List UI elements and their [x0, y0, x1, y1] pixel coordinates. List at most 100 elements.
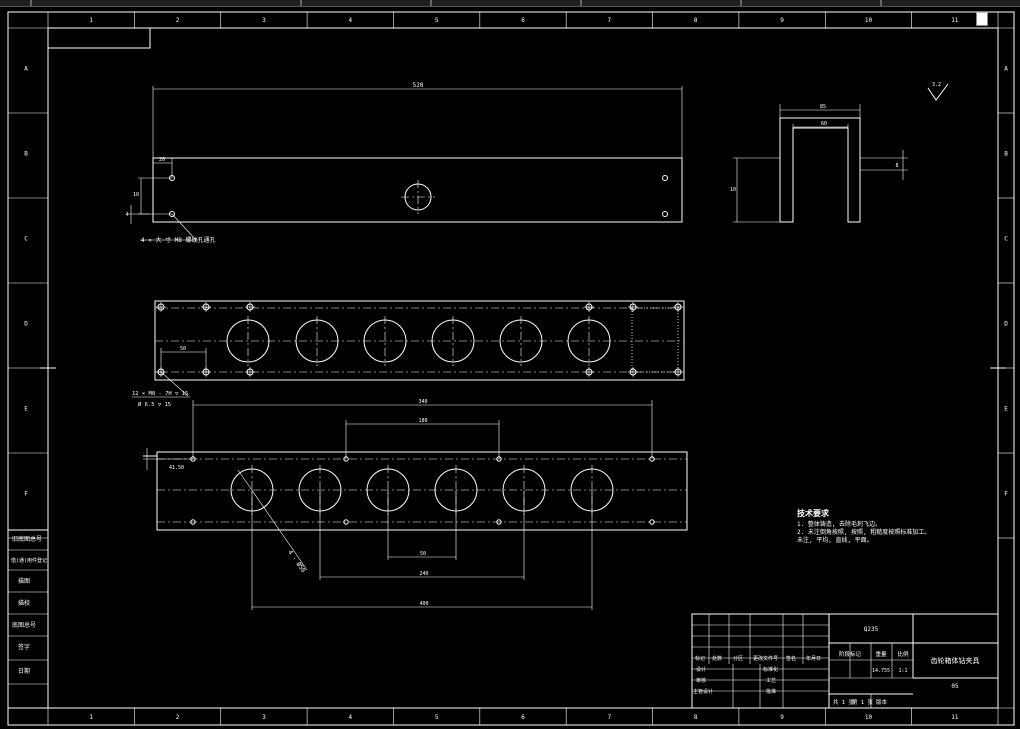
tb-label: 签名 [786, 655, 796, 662]
dim-text: 20 [159, 157, 165, 163]
column-label: 6 [521, 17, 525, 24]
row-label: F [1004, 491, 1008, 498]
tb-label: 标记 [695, 655, 705, 662]
column-label: 5 [435, 17, 439, 24]
toolbar-tick [580, 0, 582, 6]
dim-text: 41.50 [169, 465, 184, 471]
top-view-plate [152, 157, 683, 223]
column-label: 10 [865, 714, 873, 721]
tb-label: 分区 [733, 655, 743, 662]
outer-border [7, 11, 1015, 726]
small-hole [190, 519, 196, 525]
toolbar-tick [430, 0, 432, 6]
dim-text: 180 [418, 418, 427, 424]
middle-plate [154, 300, 685, 381]
dim-text: 10 [730, 187, 736, 193]
column-label: 9 [780, 17, 784, 24]
small-hole [649, 519, 655, 525]
leader-line [237, 469, 308, 571]
dim-text: 400 [419, 601, 428, 607]
dim-text: 10 [133, 192, 139, 198]
column-label: 11 [951, 714, 959, 721]
column-label: 9 [780, 714, 784, 721]
strip-label: 借(通)用件登记 [11, 557, 47, 564]
column-label: 5 [435, 714, 439, 721]
dim-text: 4 - Ø50 [286, 549, 306, 574]
row-label: D [1004, 321, 1008, 328]
toolbar-tick [300, 0, 302, 6]
column-zone-ticks [134, 12, 912, 725]
leader-line [160, 371, 189, 397]
toolbar-tick [740, 0, 742, 6]
dim-text: 85 [820, 104, 826, 110]
technical-requirements: 技术要求 1. 整体铸造, 去除毛刺飞边。 2. 未注倒角按照, 按照, 粗糙度… [797, 508, 930, 544]
dim-text: 50 [180, 346, 186, 352]
column-label: 11 [951, 17, 959, 24]
counterbore-outline [631, 307, 679, 373]
small-hole [343, 519, 349, 525]
tb-label: 标准化 [763, 666, 778, 673]
column-label: 2 [176, 17, 180, 24]
tb-label: 处数 [712, 655, 722, 662]
column-label: 4 [348, 17, 352, 24]
tech-req-title: 技术要求 [797, 508, 830, 518]
screw-hole [662, 175, 668, 181]
corner-stamp-box [47, 27, 151, 49]
small-hole [496, 519, 502, 525]
row-label: C [24, 236, 28, 243]
window-top-edge [0, 0, 1020, 7]
column-label: 3 [262, 17, 266, 24]
bottom-plate [156, 451, 688, 531]
tb-label: 阶段标记 [839, 650, 862, 658]
tech-req-line: 1. 整体铸造, 去除毛刺飞边。 [797, 520, 881, 528]
side-view: 85 60 10 8 3.2 [730, 82, 949, 223]
row-label: E [24, 406, 28, 413]
tb-label: 工艺 [766, 678, 776, 684]
column-label: 1 [89, 17, 93, 24]
roughness-symbol [927, 83, 949, 101]
left-sign-strip: 旧底图总号 借(通)用件登记 描图 描校 底图总号 签字 日期 [7, 529, 49, 709]
toolbar-tick [880, 0, 882, 6]
title-block-frame [691, 613, 999, 709]
strip-label: 描校 [18, 599, 30, 607]
screw-hole [169, 211, 175, 217]
strip-label: 描图 [18, 577, 30, 585]
toolbar-tick [30, 0, 32, 6]
strip-label: 日期 [18, 667, 30, 675]
column-label: 3 [262, 714, 266, 721]
bottom-view: 340 180 41.50 50 240 400 4 - Ø50 [143, 399, 688, 610]
row-label: E [1004, 406, 1008, 413]
row-label: B [1004, 151, 1008, 158]
tb-scale-value: 1:1 [898, 668, 907, 674]
column-label: 10 [865, 17, 873, 24]
tb-label: 审核 [696, 677, 706, 684]
hole-note: Ø 6.5 ▽ 15 [138, 401, 171, 408]
screw-hole [662, 211, 668, 217]
column-label: 1 [89, 714, 93, 721]
dim-text: 8 [895, 163, 898, 169]
tech-req-line: 未注, 平均, 直线, 平面。 [797, 536, 873, 544]
tb-version: 版本 [876, 698, 888, 706]
tb-label: 主管设计 [693, 688, 713, 695]
left-strip-box [7, 529, 49, 709]
dim-text: 240 [419, 571, 428, 577]
tb-label: 年月日 [806, 655, 821, 662]
hole-note: 12 × M8 - 7H ▽ 15 [132, 391, 188, 397]
row-label: B [24, 151, 28, 158]
dim-text: 60 [821, 121, 827, 127]
dim-text: 520 [413, 82, 424, 89]
hole-note: 4 × 大·寸 M8 螺纹孔通孔 [141, 236, 216, 244]
tb-drawing-no: 05 [951, 683, 959, 690]
column-label: 7 [608, 714, 612, 721]
row-label: D [24, 321, 28, 328]
column-label: 4 [348, 714, 352, 721]
strip-label: 签字 [18, 643, 30, 651]
row-label: F [24, 491, 28, 498]
dim-text: 340 [418, 399, 427, 405]
inner-border [47, 27, 999, 709]
column-label: 7 [608, 17, 612, 24]
screw-hole [169, 175, 175, 181]
